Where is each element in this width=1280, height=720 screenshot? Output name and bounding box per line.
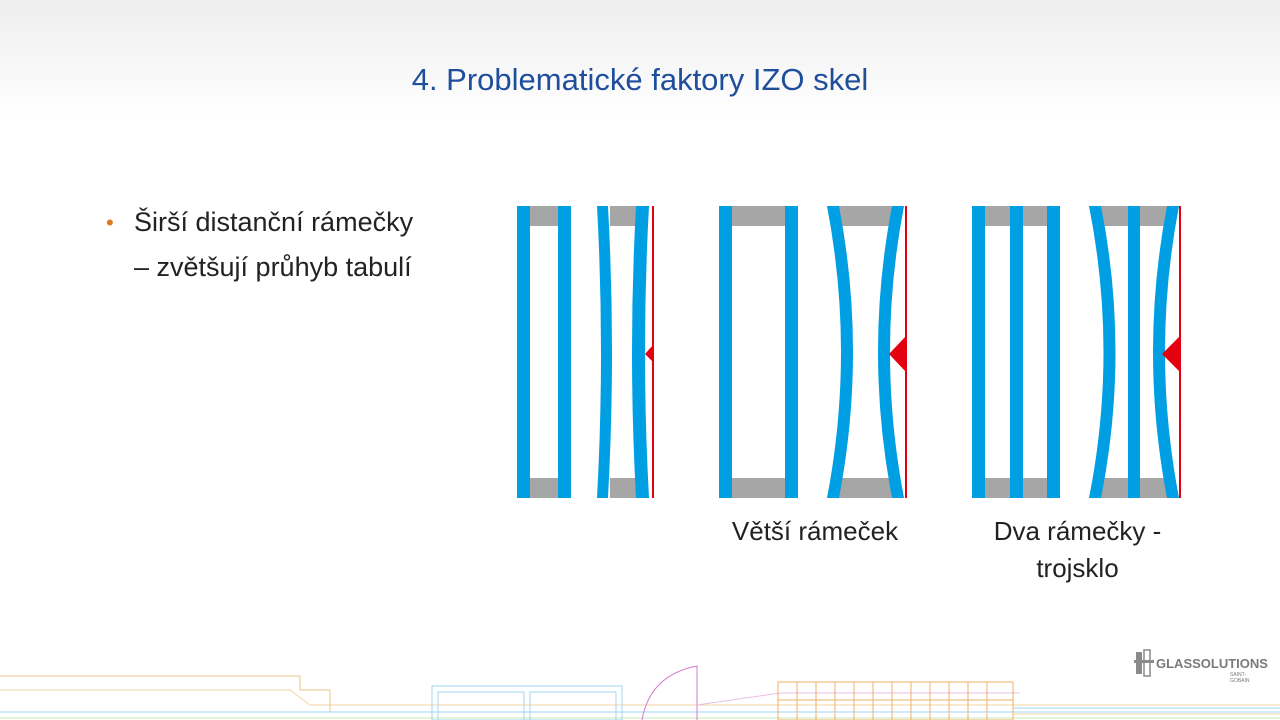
spacer-bottom — [732, 478, 785, 498]
spacer-top — [530, 206, 558, 226]
glass-pane — [1128, 206, 1140, 498]
unit-deflected — [597, 206, 654, 498]
spacer-bottom — [610, 478, 636, 498]
deflection-arrow — [645, 345, 653, 362]
deflection-arrow — [889, 336, 906, 372]
logo-text: GLASSOLUTIONS — [1156, 656, 1268, 671]
diagram-standard-spacer — [517, 206, 654, 498]
spacer-bottom — [838, 478, 892, 498]
spacer-top — [732, 206, 785, 226]
unit-flat — [972, 206, 1060, 498]
unit-deflected — [827, 206, 907, 498]
glass-pane — [517, 206, 530, 498]
glass-pane-bowed — [597, 206, 612, 498]
slide-title: 4. Problematické faktory IZO skel — [411, 62, 869, 97]
glass-pane — [785, 206, 798, 498]
logo-subtext: SAINT-GOBAIN — [1230, 672, 1250, 684]
glass-pane — [719, 206, 732, 498]
bullet-point: • Širší distanční rámečky – zvětšují prů… — [106, 200, 434, 290]
glass-pane — [1010, 206, 1023, 498]
glass-pane — [1047, 206, 1060, 498]
glass-pane-bowed — [827, 206, 853, 498]
glassolutions-logo: GLASSOLUTIONS SAINT-GOBAIN — [1134, 648, 1268, 684]
spacer-bottom — [530, 478, 558, 498]
diagram-triple-glazing — [972, 206, 1181, 498]
glass-pane-bowed — [1089, 206, 1116, 498]
glass-pane-bowed — [632, 206, 649, 498]
glass-pane-bowed — [1153, 206, 1179, 498]
unit-flat — [719, 206, 798, 498]
logo-mark-icon — [1134, 649, 1154, 677]
caption-triple-glazing: Dva rámečky - trojsklo — [993, 516, 1162, 583]
glass-pane — [558, 206, 571, 498]
bullet-marker: • — [106, 210, 114, 235]
unit-flat — [517, 206, 571, 498]
diagram-larger-spacer — [719, 206, 907, 498]
unit-deflected — [1089, 206, 1181, 498]
spacer-top — [838, 206, 892, 226]
glass-pane-bowed — [878, 206, 904, 498]
spacer-top — [610, 206, 636, 226]
glass-pane — [972, 206, 985, 498]
caption-larger-spacer: Větší rámeček — [731, 516, 899, 546]
header-background — [0, 0, 1280, 120]
bullet-text: Širší distanční rámečky – zvětšují průhy… — [134, 207, 414, 282]
deflection-arrow — [1162, 336, 1180, 372]
